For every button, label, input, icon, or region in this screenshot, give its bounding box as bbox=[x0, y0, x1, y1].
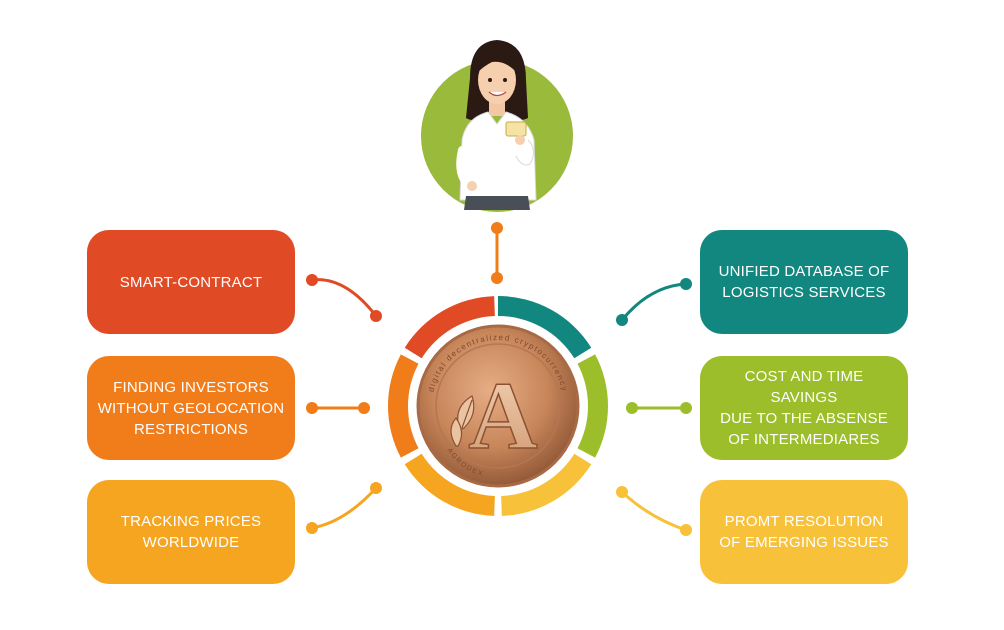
agrodex-coin: digital decentralized cryptocurrency AGR… bbox=[412, 320, 584, 492]
feature-box-cost-savings: COST AND TIME SAVINGS DUE TO THE ABSENSE… bbox=[700, 356, 908, 460]
connector-promt-resolution bbox=[616, 486, 692, 536]
feature-box-promt-resolution: PROMT RESOLUTION OF EMERGING ISSUES bbox=[700, 480, 908, 584]
ring-segment-yellow bbox=[501, 453, 592, 516]
connector-cost-savings bbox=[626, 402, 692, 414]
feature-box-unified-database: UNIFIED DATABASE OF LOGISTICS SERVICES bbox=[700, 230, 908, 334]
ring-segment-lime bbox=[577, 354, 608, 458]
leaf-icon bbox=[450, 395, 475, 447]
businesswoman-icon bbox=[456, 40, 537, 210]
ring-segment-amber bbox=[404, 453, 495, 516]
feature-label-finding-investors: FINDING INVESTORS WITHOUT GEOLOCATION RE… bbox=[97, 378, 285, 438]
feature-label-cost-savings: COST AND TIME SAVINGS DUE TO THE ABSENSE… bbox=[720, 368, 888, 448]
coin-ring bbox=[388, 296, 608, 516]
feature-label-tracking-prices: TRACKING PRICES WORLDWIDE bbox=[120, 513, 262, 551]
feature-label-unified-database: UNIFIED DATABASE OF LOGISTICS SERVICES bbox=[718, 263, 890, 301]
connector-persona bbox=[491, 222, 503, 284]
coin-logo-letter: A bbox=[468, 362, 537, 469]
feature-box-tracking-prices: TRACKING PRICES WORLDWIDE bbox=[87, 480, 295, 584]
connector-tracking-prices bbox=[306, 482, 382, 534]
feature-box-smart-contract: SMART-CONTRACT bbox=[87, 230, 295, 334]
feature-label-promt-resolution: PROMT RESOLUTION OF EMERGING ISSUES bbox=[719, 513, 889, 551]
connector-finding-investors bbox=[306, 402, 370, 414]
connector-unified-database bbox=[616, 278, 692, 326]
persona-avatar bbox=[421, 40, 573, 212]
feature-box-finding-investors: FINDING INVESTORS WITHOUT GEOLOCATION RE… bbox=[87, 356, 295, 460]
feature-label-smart-contract: SMART-CONTRACT bbox=[119, 273, 263, 291]
ring-segment-teal bbox=[498, 296, 592, 359]
ring-segment-red bbox=[404, 296, 495, 359]
connector-smart-contract bbox=[306, 274, 382, 322]
ring-segment-orange bbox=[388, 354, 419, 458]
